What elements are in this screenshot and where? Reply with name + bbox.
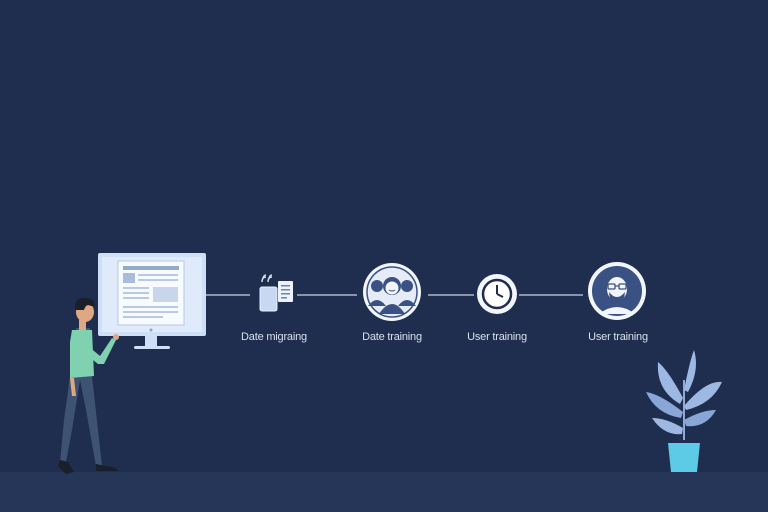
document-transfer-icon: [259, 274, 293, 312]
monitor-icon: [98, 253, 206, 349]
person-figure: [58, 297, 119, 474]
step-3-label: User training: [467, 331, 527, 343]
plant-pot: [668, 443, 700, 472]
group-avatar-icon: [363, 263, 421, 321]
masked-person-icon: [588, 262, 646, 320]
floor-strip: [0, 472, 768, 512]
clock-icon: [477, 274, 517, 314]
step-4-label: User training: [588, 331, 648, 343]
step-2-label: Date training: [362, 331, 422, 343]
plant-illustration: [646, 350, 722, 472]
step-1-label: Date migraing: [241, 331, 307, 343]
